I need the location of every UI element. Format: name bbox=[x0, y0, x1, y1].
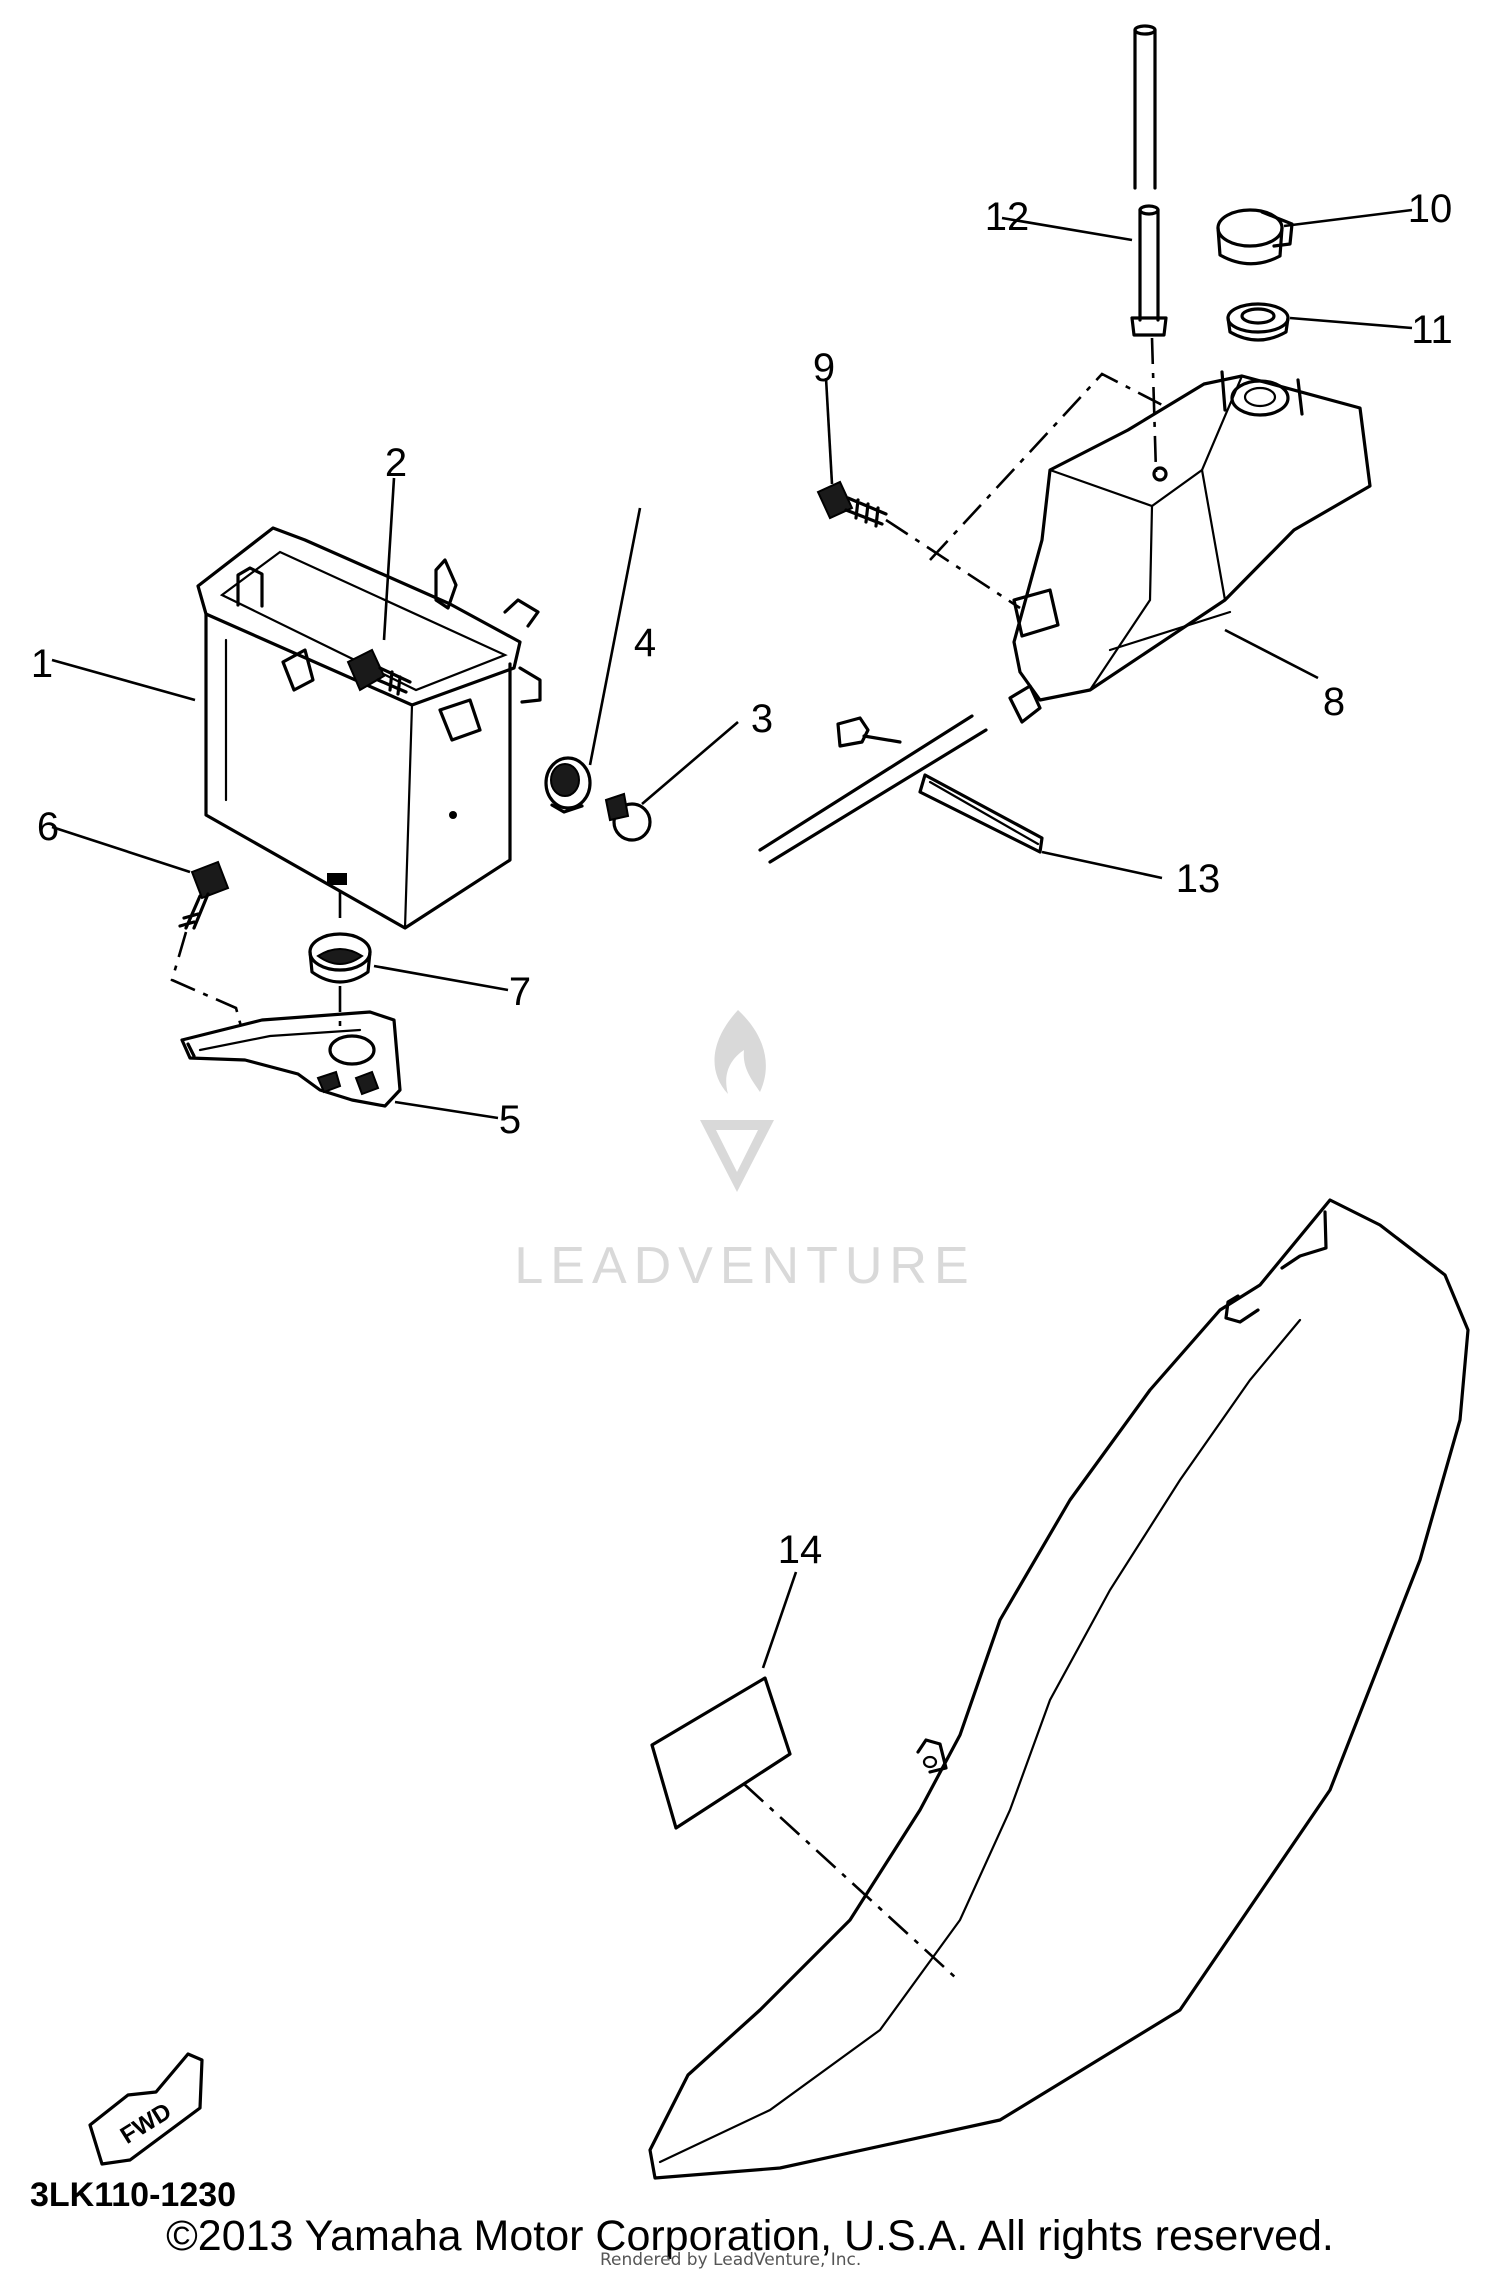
side-cover[interactable] bbox=[648, 1198, 1470, 2180]
damper-part-4[interactable] bbox=[544, 756, 592, 814]
callout-14: 14 bbox=[778, 1528, 823, 1572]
label-part-14[interactable] bbox=[650, 1676, 792, 1830]
callout-1: 1 bbox=[31, 642, 53, 686]
callout-4: 4 bbox=[634, 621, 656, 665]
callout-13: 13 bbox=[1176, 857, 1221, 901]
callout-7: 7 bbox=[509, 970, 531, 1014]
grommet-part-7[interactable] bbox=[308, 932, 372, 984]
seal-part-11[interactable] bbox=[1226, 302, 1290, 342]
callout-11: 11 bbox=[1411, 308, 1453, 352]
callout-3: 3 bbox=[751, 697, 773, 741]
render-credit: Rendered by LeadVenture, Inc. bbox=[600, 2250, 862, 2270]
fwd-label: FWD bbox=[116, 2098, 177, 2150]
bolt-part-9[interactable] bbox=[816, 480, 888, 528]
callout-8: 8 bbox=[1323, 680, 1345, 724]
callout-12: 12 bbox=[985, 195, 1030, 239]
fwd-arrow-icon: FWD bbox=[88, 2052, 204, 2166]
watermark-text: LEADVENTURE bbox=[514, 1237, 975, 1295]
clip-part-3[interactable] bbox=[604, 792, 652, 842]
callout-9: 9 bbox=[813, 346, 835, 390]
cap-part-10[interactable] bbox=[1216, 208, 1294, 266]
battery-box[interactable] bbox=[196, 526, 542, 930]
bracket-part-5[interactable] bbox=[180, 1010, 402, 1108]
callout-10: 10 bbox=[1408, 187, 1453, 231]
callout-2: 2 bbox=[385, 441, 407, 485]
watermark: LEADVENTURE bbox=[514, 1010, 975, 1295]
callout-5: 5 bbox=[499, 1098, 521, 1142]
bolt-part-2[interactable] bbox=[346, 648, 412, 696]
diagram-part-code: 3LK110-1230 bbox=[30, 2176, 236, 2214]
hose-part-12[interactable] bbox=[1130, 24, 1168, 337]
bolt-part-6[interactable] bbox=[178, 860, 230, 930]
callout-6: 6 bbox=[37, 805, 59, 849]
watermark-logo-icon bbox=[700, 1010, 774, 1192]
cable-tie-part-13[interactable] bbox=[758, 714, 1044, 864]
copyright-notice: ©2013 Yamaha Motor Corporation, U.S.A. A… bbox=[166, 2212, 1334, 2260]
reservoir-tank-part-8[interactable] bbox=[1008, 370, 1372, 724]
